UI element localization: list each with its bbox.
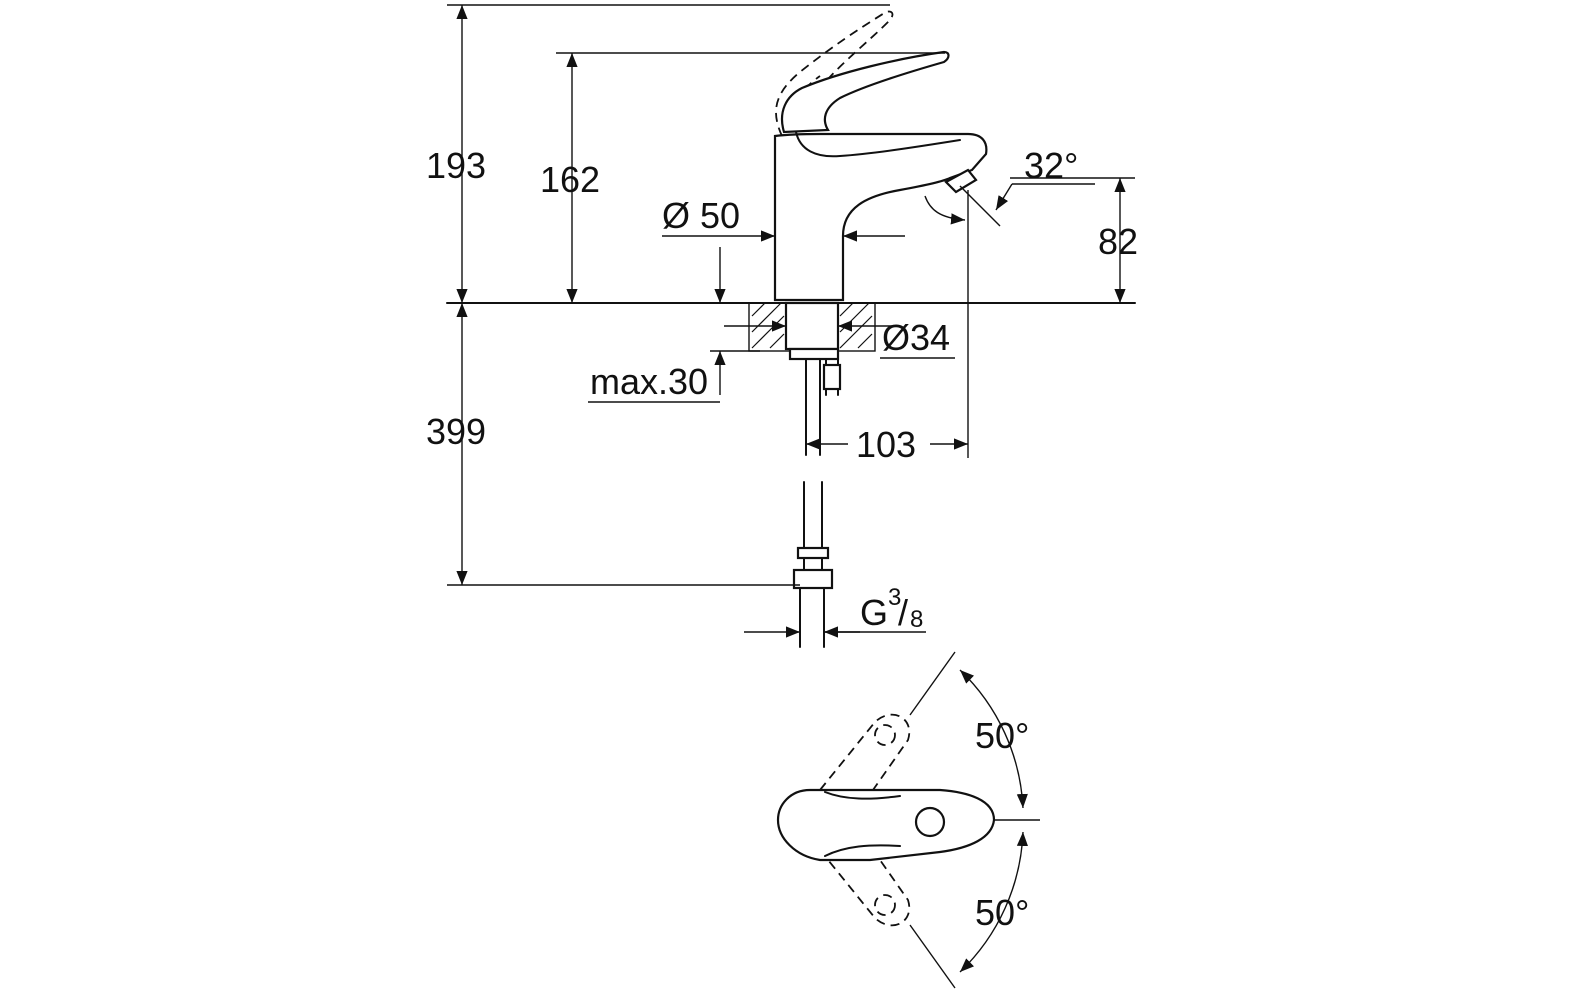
label-total-height: 193: [426, 145, 486, 186]
label-hole-diameter: Ø34: [882, 317, 950, 358]
label-body-diameter: Ø 50: [662, 195, 740, 236]
label-thread-g: G: [860, 592, 888, 633]
label-lever-angle-bottom: 50°: [975, 892, 1029, 933]
handle-curve: [795, 131, 961, 158]
label-max-thickness: max.30: [590, 361, 708, 402]
label-spout-reach: 103: [856, 424, 916, 465]
faucet-body: [773, 132, 988, 302]
label-thread-numerator: 3: [888, 584, 901, 611]
label-handle-height: 162: [540, 159, 600, 200]
lever-button: [914, 806, 946, 838]
lever-rotated-up: [819, 713, 911, 801]
label-thread-denominator: 8: [910, 606, 923, 633]
mounting-hatch: [748, 301, 876, 361]
handle-outline: [780, 50, 950, 134]
supply-hoses: [792, 358, 842, 648]
label-spout-height: 82: [1098, 221, 1138, 262]
faucet-side-view: [446, 10, 1136, 648]
label-hose-length: 399: [426, 411, 486, 452]
label-spout-angle: 32°: [1024, 145, 1078, 186]
label-lever-angle-top: 50°: [975, 715, 1029, 756]
faucet-top-view: 50° 50°: [776, 651, 1040, 989]
lever-top: [776, 788, 996, 862]
label-thread-slash: /: [898, 592, 908, 633]
lever-rotated-down: [819, 839, 911, 927]
dimension-lines: [447, 4, 1135, 638]
dimension-labels: 193 162 Ø 50 32° 82 Ø34 max.30 399 103 G…: [426, 145, 1138, 633]
aerator: [944, 168, 978, 194]
